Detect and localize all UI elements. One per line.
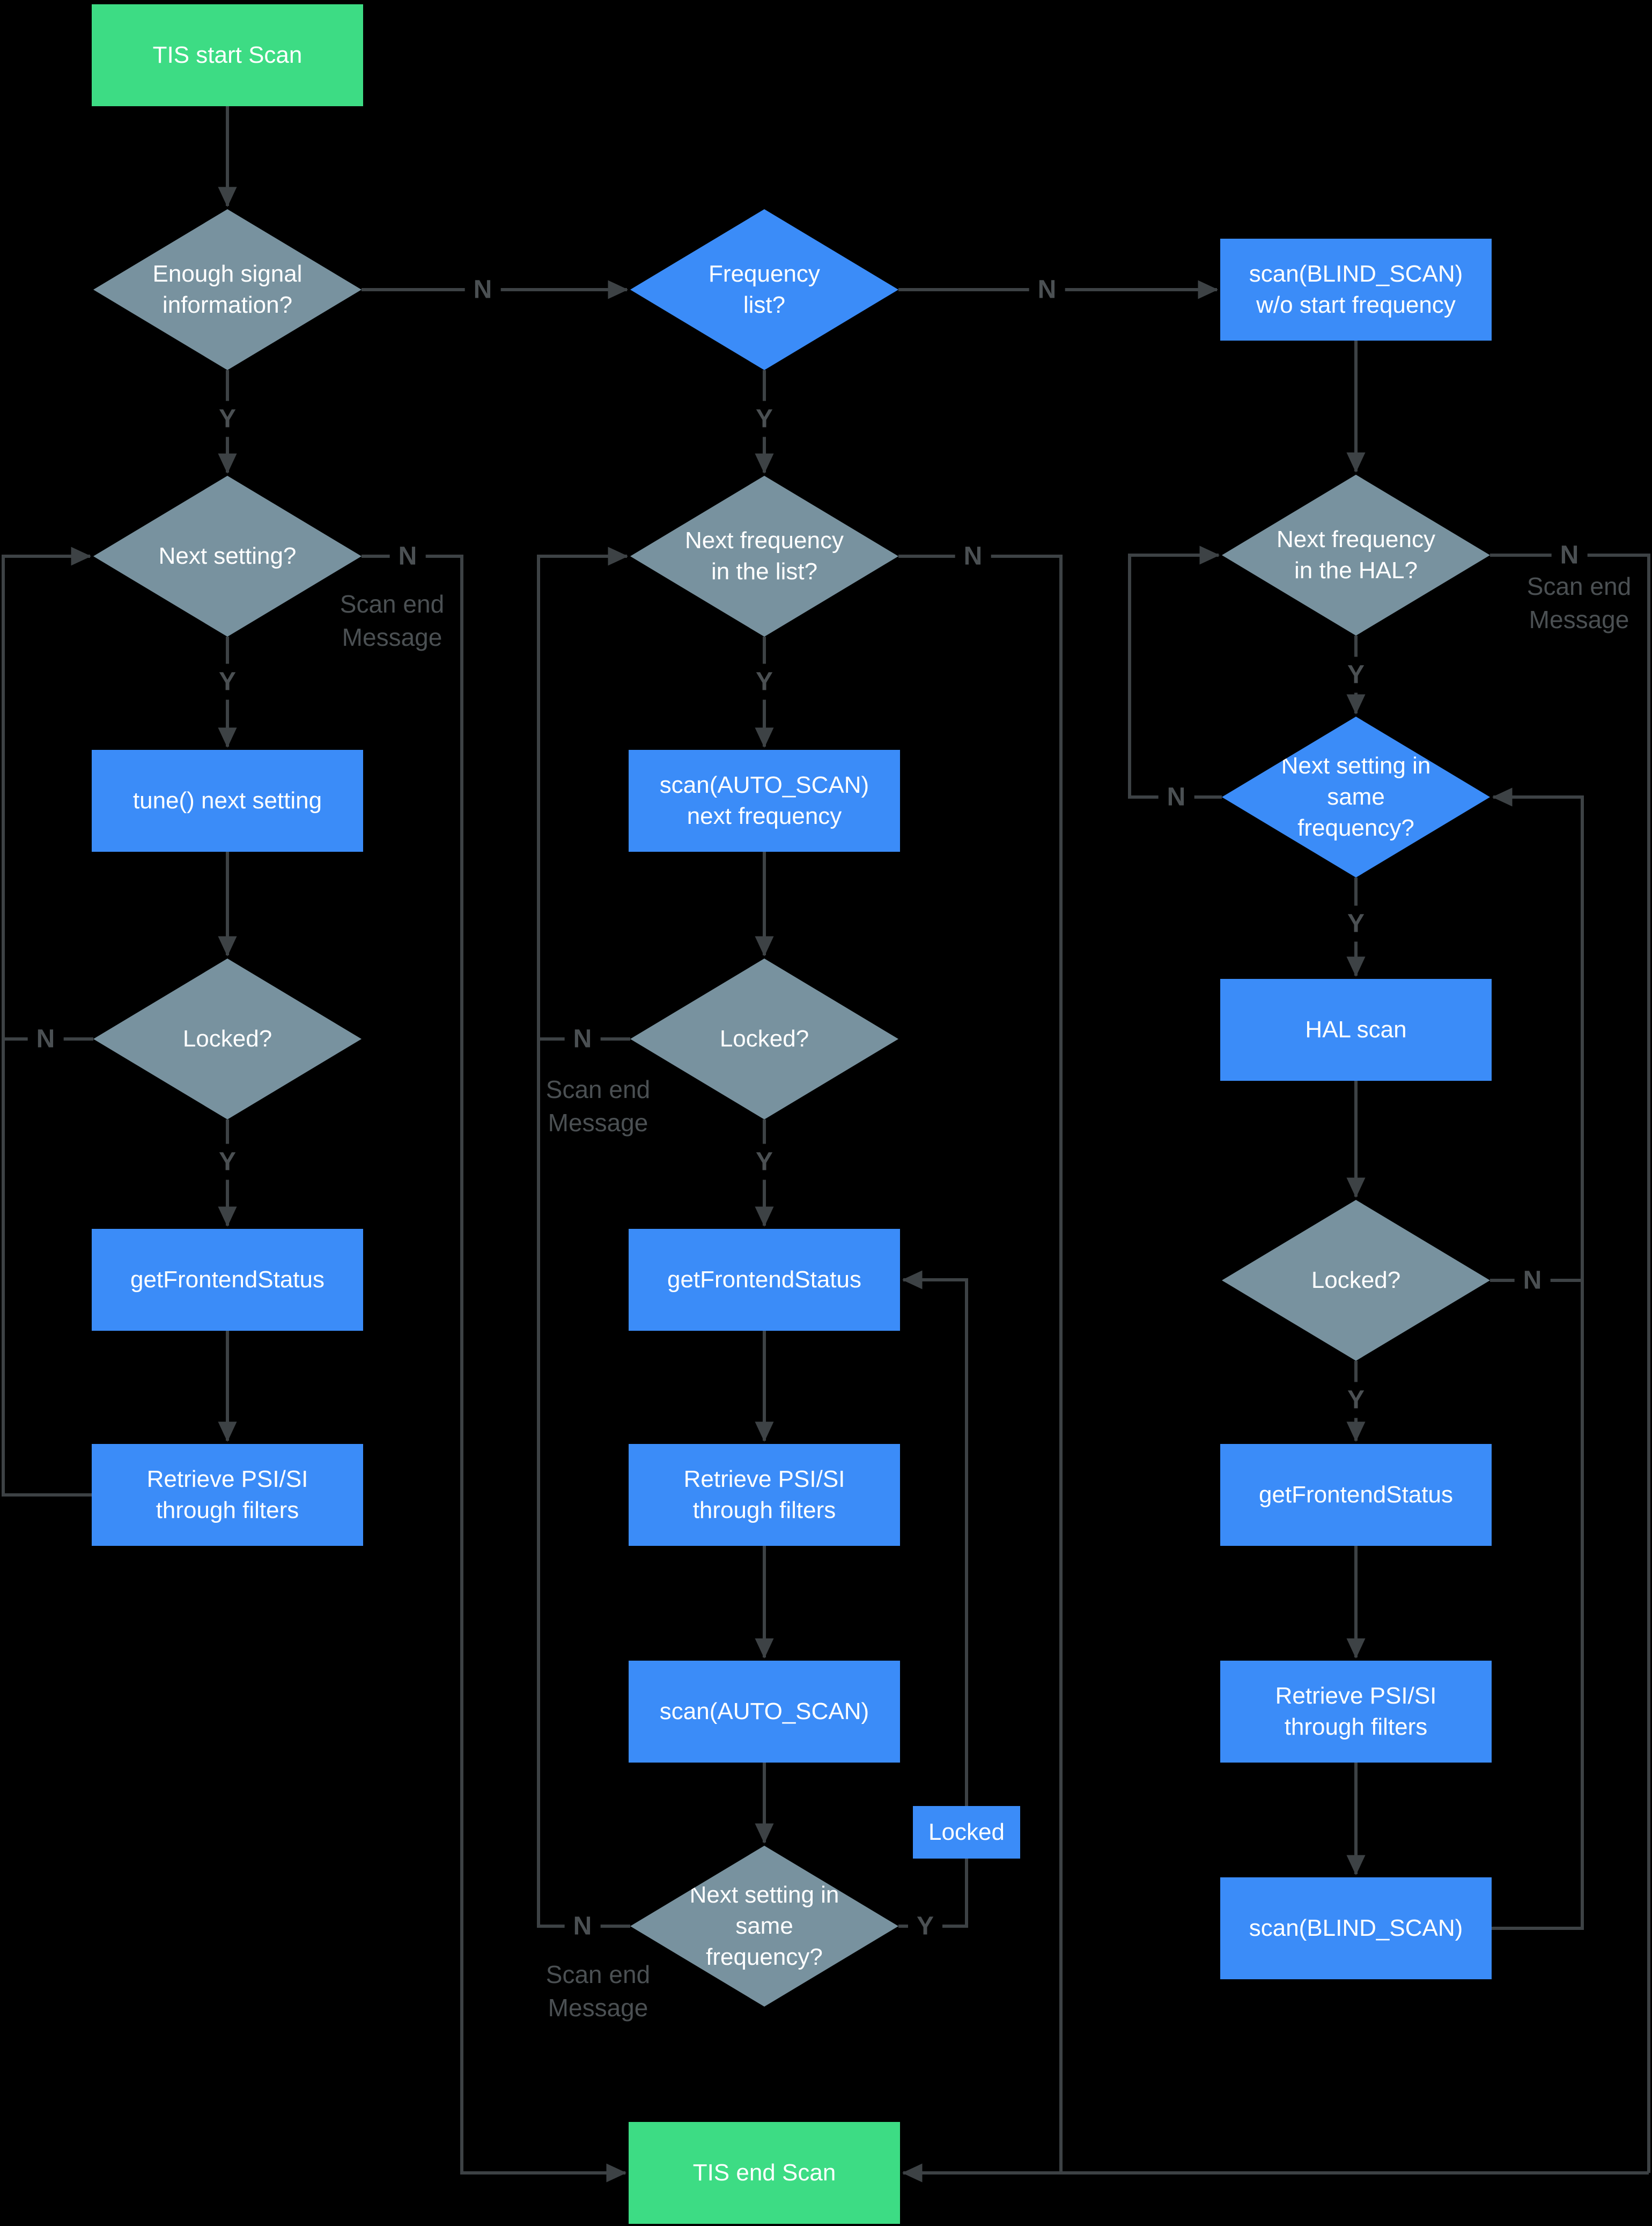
node-label: Frequency list? — [709, 260, 820, 318]
edge-label-y-enough-signal: Y — [210, 401, 245, 437]
annotation-scan-end-message-middle-1: Scan end Message — [545, 1075, 651, 1137]
node-label: tune() next setting — [132, 787, 322, 814]
edge-label-y-next-freq-hal: Y — [1338, 657, 1374, 693]
annotation-scan-end-message-middle-2: Scan end Message — [545, 1960, 651, 2022]
process-retrieve-psi-si-right: Retrieve PSI/SI through filters — [1220, 1661, 1492, 1763]
edge-label-y-next-setting-same-freq-mid: Y — [908, 1908, 943, 1944]
edge-label-n-enough-signal: N — [464, 271, 501, 308]
process-getfrontendstatus-left: getFrontendStatus — [92, 1229, 363, 1331]
node-label: Retrieve PSI/SI through filters — [146, 1465, 308, 1523]
edge-label-y-locked-middle: Y — [747, 1144, 782, 1180]
process-scan-blind-scan-wo-start-frequency: scan(BLIND_SCAN) w/o start frequency — [1220, 239, 1492, 341]
node-label: scan(AUTO_SCAN) — [659, 1698, 869, 1724]
edge-label-y-frequency-list: Y — [747, 401, 782, 437]
node-label: Locked? — [182, 1025, 272, 1052]
node-label: scan(BLIND_SCAN) — [1249, 1914, 1463, 1941]
process-retrieve-psi-si-middle: Retrieve PSI/SI through filters — [629, 1444, 900, 1546]
node-label: scan(BLIND_SCAN) w/o start frequency — [1249, 260, 1463, 318]
node-label: Retrieve PSI/SI through filters — [1275, 1682, 1437, 1740]
node-label: getFrontendStatus — [130, 1266, 324, 1293]
node-label: Next setting in same frequency? — [1281, 752, 1431, 842]
process-getfrontendstatus-middle: getFrontendStatus — [629, 1229, 900, 1331]
label-locked-tag: Locked — [913, 1806, 1020, 1859]
node-label: getFrontendStatus — [667, 1266, 861, 1293]
process-hal-scan: HAL scan — [1220, 979, 1492, 1081]
node-label: Next setting in same frequency? — [689, 1881, 839, 1971]
edge-next-freq-hal-n-down — [1490, 554, 1650, 2173]
node-label: HAL scan — [1305, 1016, 1407, 1043]
edge-label-y-next-freq-list: Y — [747, 664, 782, 700]
node-label: Next frequency in the list? — [685, 527, 844, 585]
edge-label-n-locked-left: N — [27, 1021, 64, 1057]
start-node-tis-start-scan: TIS start Scan — [92, 4, 363, 106]
node-label: Next setting? — [158, 542, 297, 569]
edge-label-y-next-setting-same-freq-hal: Y — [1338, 905, 1374, 942]
edge-label-n-next-freq-list: N — [955, 538, 991, 574]
annotation-scan-end-message-right: Scan end Message — [1526, 572, 1632, 633]
node-label: TIS end Scan — [692, 2159, 836, 2186]
node-label: getFrontendStatus — [1258, 1481, 1453, 1508]
edge-label-n-locked-middle: N — [564, 1021, 601, 1057]
process-tune-next-setting: tune() next setting — [92, 750, 363, 852]
edge-next-freq-list-n-down — [898, 555, 1063, 2171]
process-scan-blind-scan: scan(BLIND_SCAN) — [1220, 1877, 1492, 1979]
edge-label-y-next-setting: Y — [210, 664, 245, 700]
edge-label-y-locked-right: Y — [1338, 1382, 1374, 1418]
edge-label-n-next-freq-hal: N — [1551, 537, 1588, 573]
process-retrieve-psi-si-left: Retrieve PSI/SI through filters — [92, 1444, 363, 1546]
annotation-scan-end-message-left: Scan end Message — [340, 590, 445, 651]
edge-label-n-frequency-list: N — [1029, 271, 1065, 308]
node-label: Enough signal information? — [152, 260, 303, 318]
edge-label-n-next-setting-same-freq-hal: N — [1158, 779, 1194, 815]
node-label: TIS start Scan — [152, 41, 303, 68]
edge-label-n-locked-right: N — [1514, 1262, 1551, 1299]
edge-label-n-next-setting-same-freq-mid: N — [564, 1908, 601, 1944]
end-node-tis-end-scan: TIS end Scan — [629, 2122, 900, 2224]
process-scan-auto-scan-next-frequency: scan(AUTO_SCAN) next frequency — [629, 750, 900, 852]
node-label: Locked? — [1311, 1266, 1401, 1293]
edge-label-n-next-setting: N — [389, 538, 426, 574]
edge-label-y-locked-left: Y — [210, 1144, 245, 1180]
edge-retrieve-left-loop-to-next-setting — [2, 547, 92, 1497]
edge-next-setting-same-freq-mid-n-loop — [537, 547, 630, 1928]
edge-scan-blind-loop-to-next-setting-same-freq-hal — [1492, 787, 1584, 1930]
process-getfrontendstatus-right: getFrontendStatus — [1220, 1444, 1492, 1546]
node-label: Retrieve PSI/SI through filters — [683, 1465, 845, 1523]
node-label: Next frequency in the HAL? — [1277, 526, 1435, 584]
process-scan-auto-scan: scan(AUTO_SCAN) — [629, 1661, 900, 1763]
node-label: Locked? — [719, 1025, 809, 1052]
edge-next-setting-same-freq-hal-n-loop — [1128, 546, 1222, 799]
node-label: Locked — [928, 1819, 1005, 1845]
node-label: scan(AUTO_SCAN) next frequency — [659, 771, 869, 829]
